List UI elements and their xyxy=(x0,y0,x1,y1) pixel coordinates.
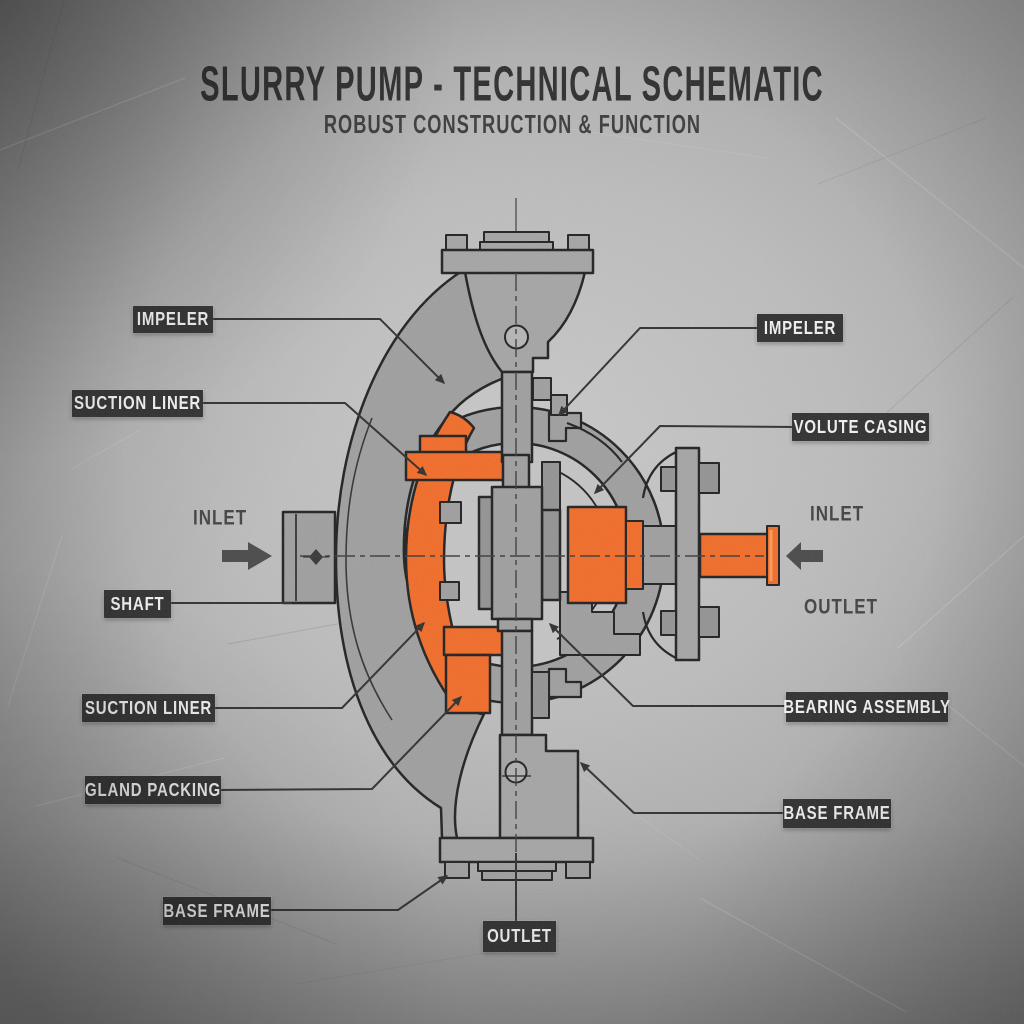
flange-bolt-top-left xyxy=(660,466,677,492)
outlet-flow-arrow-icon xyxy=(786,542,823,570)
shaft-coupling xyxy=(566,505,628,605)
base-foot-left xyxy=(444,861,470,879)
label-base-frame-left: BASE FRAME xyxy=(163,897,271,925)
label-bearing-assembly: BEARING ASSEMBLY xyxy=(783,692,950,722)
neck-step-1 xyxy=(532,377,552,401)
label-outlet-bottom: OUTLET xyxy=(483,921,556,952)
neck-step-2 xyxy=(550,394,568,416)
label-shaft: SHAFT xyxy=(104,590,171,618)
label-impeller-left: IMPELER xyxy=(133,306,213,333)
label-impeller-right: IMPELER xyxy=(757,314,843,342)
top-bolt-left xyxy=(445,234,468,252)
leader-impeller-right xyxy=(557,327,762,417)
top-bolt-right xyxy=(567,234,590,252)
drive-shaft-cap xyxy=(766,525,780,586)
leader-base-frame-right xyxy=(579,761,788,814)
base-foot-right xyxy=(565,861,591,879)
leader-base-frame-left xyxy=(265,875,449,911)
label-gland-packing: GLAND PACKING xyxy=(85,776,221,804)
wear-bolt-bottom xyxy=(439,581,460,601)
pump-foot xyxy=(498,733,580,840)
flange-bolt-bottom-left xyxy=(660,610,677,636)
shaft-coupling-step xyxy=(625,520,644,590)
coupling-spacer xyxy=(642,525,677,585)
wear-bolt-top xyxy=(439,501,462,524)
label-suction-liner-bottom: SUCTION LINER xyxy=(82,694,215,722)
inlet-flow-arrow-icon xyxy=(222,542,272,570)
top-flange xyxy=(440,198,595,275)
flange-bolt-bottom-right xyxy=(698,606,720,638)
label-suction-liner-top: SUCTION LINER xyxy=(72,390,203,417)
flange-bolt-top-right xyxy=(698,462,720,494)
label-volute-casing: VOLUTE CASING xyxy=(792,413,929,441)
label-base-frame-right: BASE FRAME xyxy=(783,799,891,828)
inlet-pipe xyxy=(281,510,337,605)
drive-flange xyxy=(674,446,701,662)
